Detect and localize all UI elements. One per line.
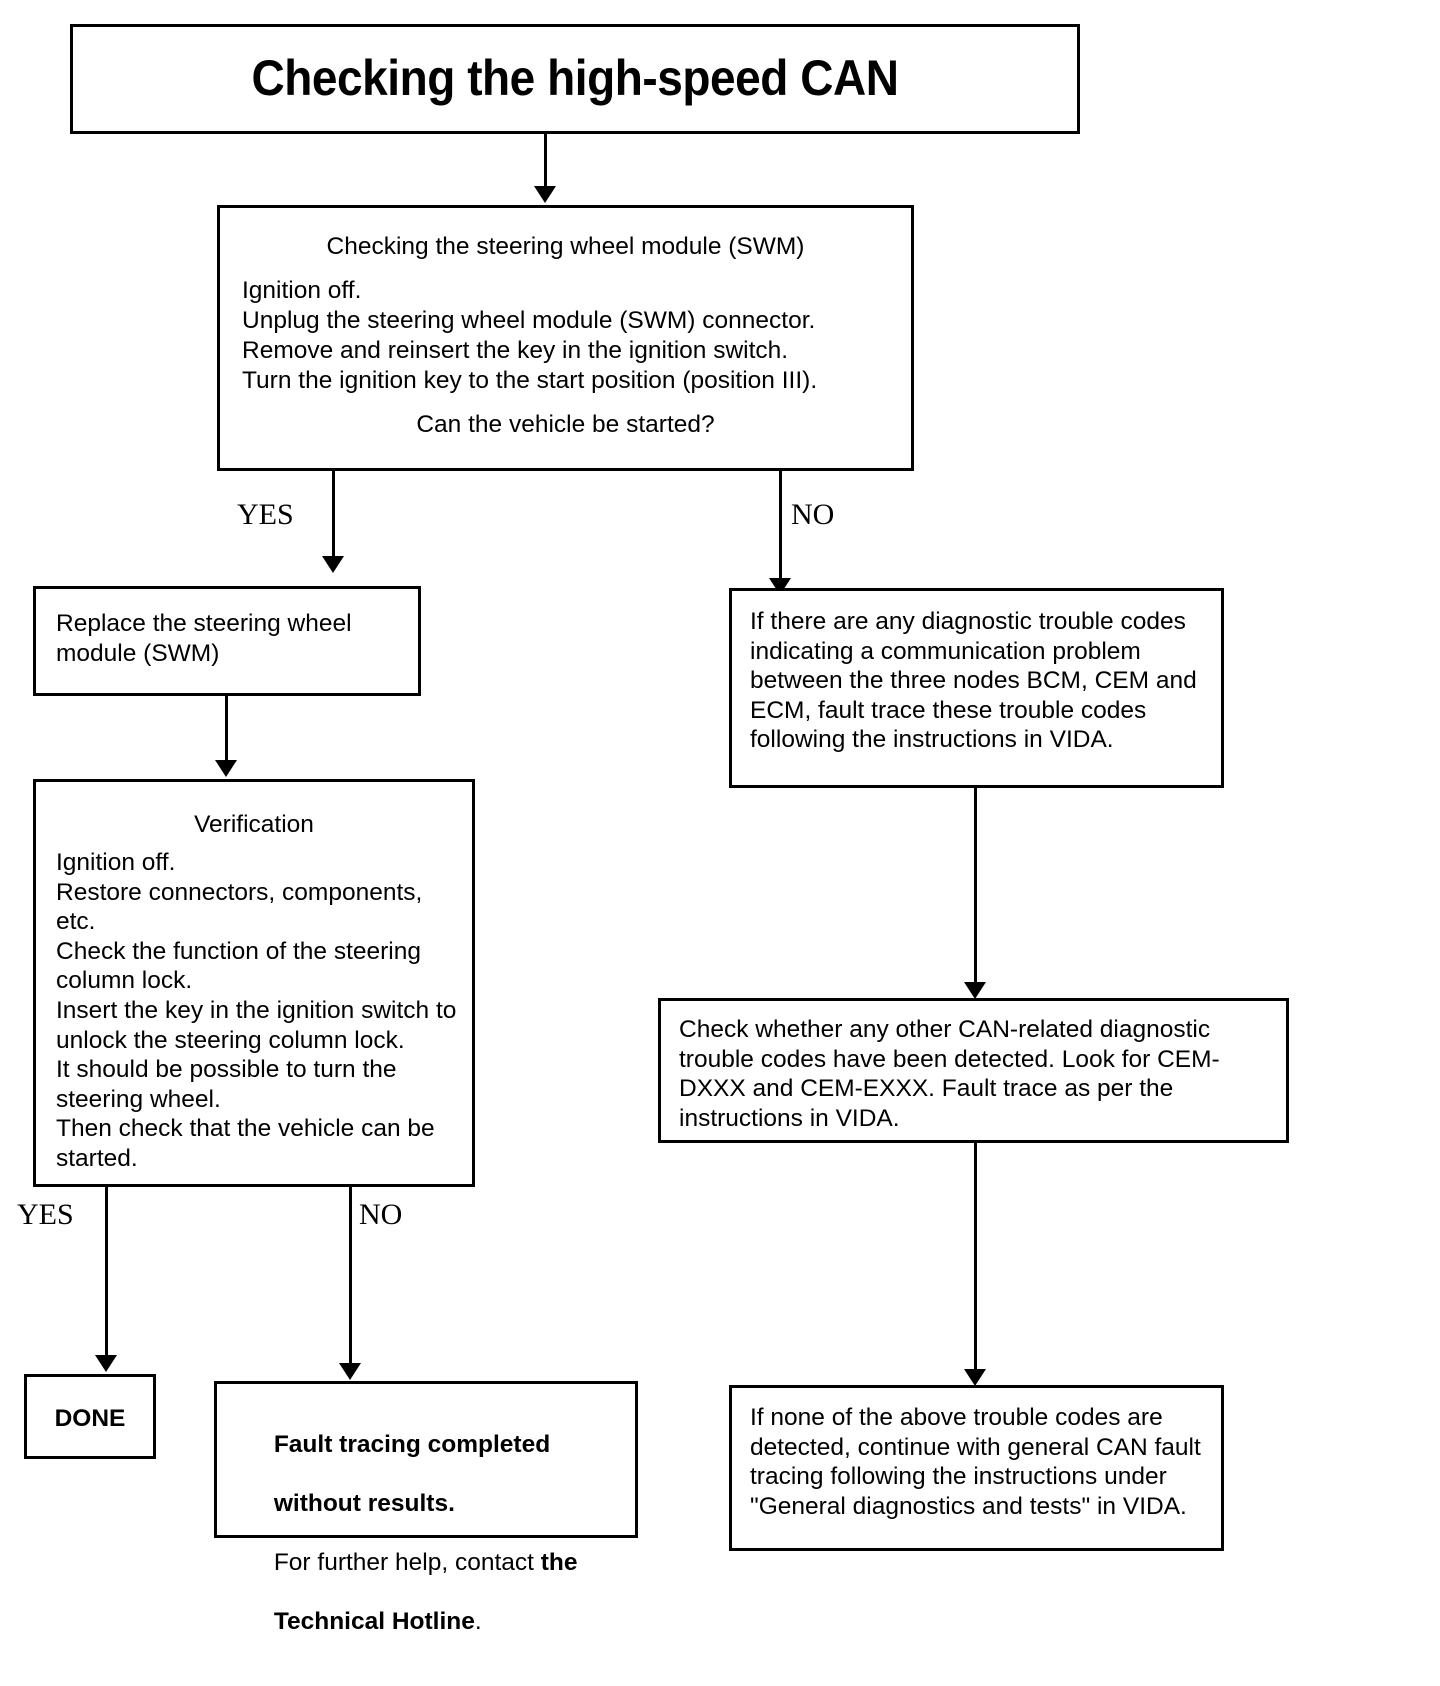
swm-check-line-4: Turn the ignition key to the start posit…	[242, 367, 818, 394]
connector-dtc-to-can-related	[974, 788, 977, 986]
swm-check-line-3: Remove and reinsert the key in the ignit…	[242, 337, 789, 364]
fault-tracing-bold-the: the	[540, 1548, 578, 1576]
page-title: Checking the high-speed CAN	[251, 50, 899, 106]
connector-title-to-swm	[544, 134, 547, 190]
arrowhead-verify-yes	[95, 1355, 117, 1372]
connector-swm-no	[779, 471, 782, 583]
arrowhead-swm-yes	[322, 556, 344, 573]
branch-label-verify-no: NO	[359, 1198, 403, 1231]
arrowhead-replace-to-verification	[215, 760, 237, 777]
connector-verify-no	[349, 1187, 352, 1369]
arrowhead-verify-no	[339, 1363, 361, 1380]
verification-heading: Verification	[194, 811, 314, 838]
swm-check-line-2: Unplug the steering wheel module (SWM) c…	[242, 307, 816, 334]
fault-tracing-bold-hotline: Technical Hotline	[273, 1608, 475, 1636]
can-related-text: Check whether any other CAN-related diag…	[679, 1016, 1220, 1132]
connector-replace-to-verification	[225, 696, 228, 764]
connector-can-related-to-general	[974, 1143, 977, 1375]
branch-label-swm-no: NO	[791, 498, 835, 531]
arrowhead-dtc-to-can-related	[964, 982, 986, 999]
node-replace-swm: Replace the steering wheel module (SWM)	[33, 586, 421, 696]
node-verification: Verification Ignition off. Restore conne…	[33, 779, 475, 1187]
fault-tracing-bold-line-1: Fault tracing completed	[273, 1430, 551, 1458]
general-can-text: If none of the above trouble codes are d…	[750, 1404, 1208, 1520]
arrowhead-title-to-swm	[534, 186, 556, 203]
fault-tracing-period: .	[474, 1608, 482, 1636]
fault-tracing-bold-line-2: without results.	[273, 1489, 455, 1517]
connector-verify-yes	[105, 1187, 108, 1361]
node-done: DONE	[24, 1374, 156, 1459]
done-label: DONE	[54, 1405, 126, 1432]
verification-body: Ignition off. Restore connectors, compon…	[56, 849, 457, 1172]
node-general-can: If none of the above trouble codes are d…	[729, 1385, 1224, 1551]
swm-check-question: Can the vehicle be started?	[416, 411, 715, 438]
arrowhead-can-related-to-general	[964, 1369, 986, 1386]
fault-tracing-regular-text: For further help, contact	[273, 1548, 541, 1576]
swm-check-heading: Checking the steering wheel module (SWM)	[326, 233, 805, 260]
node-can-related: Check whether any other CAN-related diag…	[658, 998, 1289, 1143]
connector-swm-yes	[332, 471, 335, 562]
node-title: Checking the high-speed CAN	[70, 24, 1080, 134]
node-dtc-check: If there are any diagnostic trouble code…	[729, 588, 1224, 788]
branch-label-swm-yes: YES	[237, 498, 294, 531]
node-swm-check: Checking the steering wheel module (SWM)…	[217, 205, 914, 471]
swm-check-line-1: Ignition off.	[242, 277, 362, 304]
node-fault-tracing: Fault tracing completed without results.…	[214, 1381, 638, 1635]
dtc-check-text: If there are any diagnostic trouble code…	[750, 608, 1204, 754]
replace-swm-text: Replace the steering wheel module (SWM)	[56, 610, 359, 667]
branch-label-verify-yes: YES	[17, 1198, 74, 1231]
